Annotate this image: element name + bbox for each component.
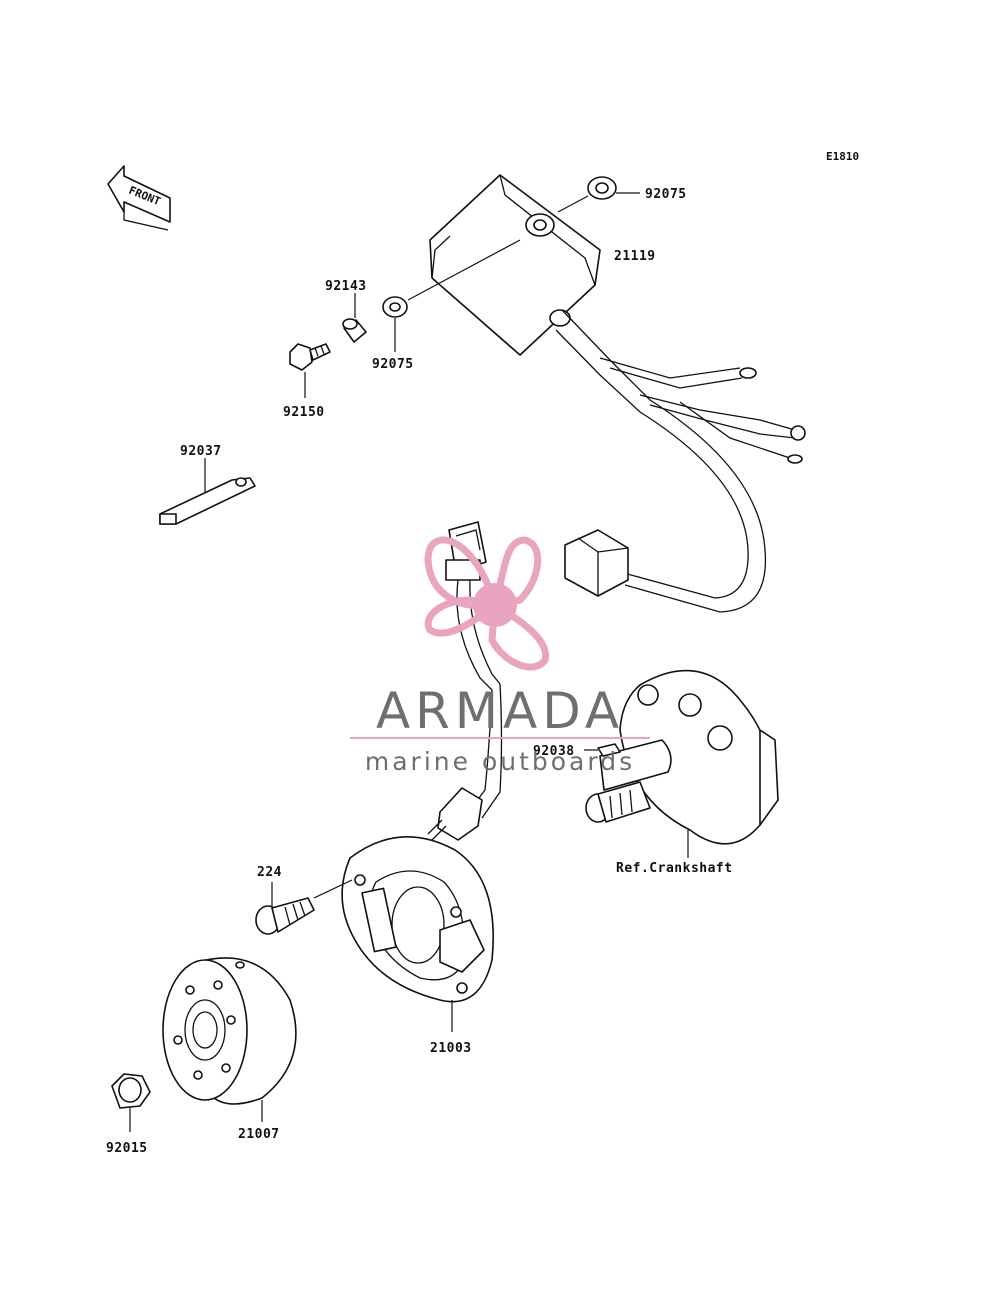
nut-92015 [111,1073,151,1132]
cdi-harness [555,309,806,613]
watermark-title: ARMADA [376,682,624,740]
part-label-224: 224 [257,865,282,880]
cdi-unit-21119 [429,174,601,356]
part-label-21007: 21007 [238,1127,280,1142]
front-arrow-icon: FRONT [107,165,171,231]
part-label-92037: 92037 [180,444,222,459]
part-label-92150: 92150 [283,405,325,420]
part-label-92143: 92143 [325,279,367,294]
washer-92075-top [557,176,640,213]
collar-92143 [342,293,367,343]
stator-lead [427,521,503,841]
part-label-21003: 21003 [430,1041,472,1056]
stator-21003 [341,835,494,1032]
part-label-92015: 92015 [106,1141,148,1156]
part-label-ref-crankshaft: Ref.Crankshaft [616,861,733,876]
part-label-92038: 92038 [533,744,575,759]
bracket-92037 [159,458,256,525]
key-92038 [584,743,621,757]
bolt-92150 [289,343,331,398]
screw-224 [255,879,353,935]
part-label-21119: 21119 [614,249,656,264]
washer-92075-low [382,239,521,352]
part-label-92075-low: 92075 [372,357,414,372]
part-label-92075-top: 92075 [645,187,687,202]
flywheel-21007 [162,957,297,1122]
propeller-logo-icon [424,536,549,671]
watermark-subtitle: marine outboards [365,747,635,776]
diagram-code: E1810 [826,150,859,163]
